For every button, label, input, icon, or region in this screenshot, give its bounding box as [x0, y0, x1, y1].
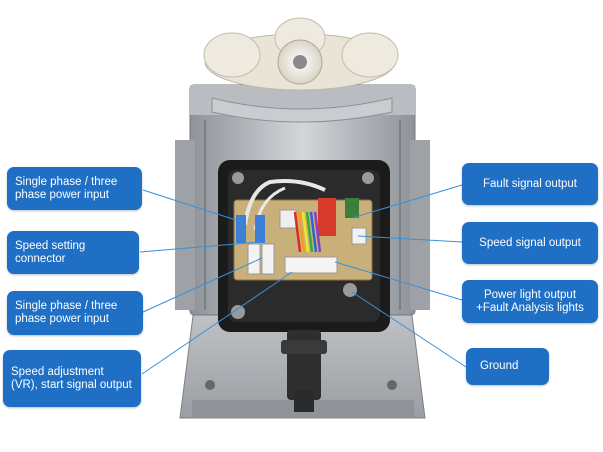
- callout-label: Ground: [480, 360, 519, 372]
- leader-lines: [139, 184, 467, 375]
- wires: [236, 179, 326, 253]
- callout-label: Speed setting connector: [15, 239, 86, 265]
- callout-label: Single phase / three phase power input: [15, 175, 118, 201]
- callout-speed-adjustment: Speed adjustment (VR), start signal outp…: [3, 350, 141, 407]
- callout-power-light-output: Power light output +Fault Analysis light…: [462, 280, 598, 323]
- callout-label: Fault signal output: [483, 177, 577, 190]
- callout-label: Single phase / three phase power input: [15, 300, 118, 325]
- callout-label: Speed signal output: [479, 236, 581, 249]
- callout-ground: Ground: [466, 348, 549, 385]
- callout-power-input-bottom: Single phase / three phase power input: [7, 291, 143, 335]
- cable-gland: [281, 330, 327, 412]
- callout-speed-signal-output: Speed signal output: [462, 222, 598, 264]
- callout-power-input-top: Single phase / three phase power input: [7, 167, 142, 210]
- callout-fault-signal-output: Fault signal output: [462, 163, 598, 205]
- callout-speed-setting-connector: Speed setting connector: [7, 231, 139, 274]
- callout-label: Power light output +Fault Analysis light…: [476, 288, 584, 314]
- callout-label: Speed adjustment (VR), start signal outp…: [11, 365, 132, 391]
- cooling-fan: [203, 17, 399, 123]
